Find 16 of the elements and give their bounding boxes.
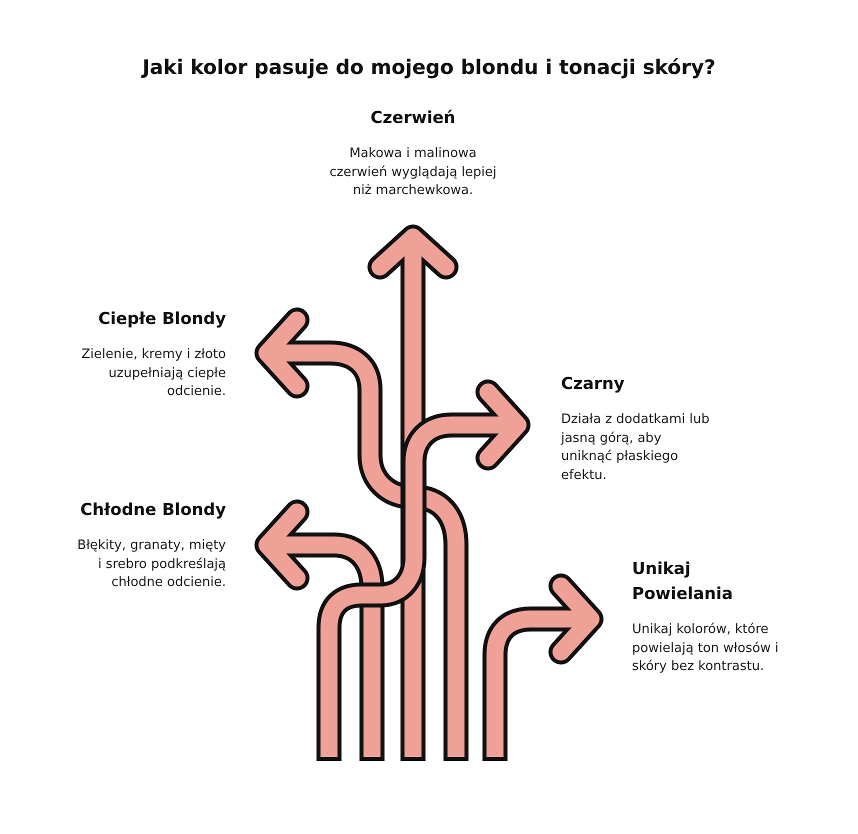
arrow — [316, 380, 530, 761]
arrow — [368, 224, 458, 761]
description: Działa z dodatkami lub jasną górą, aby uniknąć płaskiego efektu. — [561, 411, 710, 484]
heading: Czarny — [561, 373, 624, 395]
arrow — [482, 574, 604, 761]
description: Makowa i malinowa czerwień wyglądają lepiej niż marchewkowa. — [328, 145, 498, 200]
heading: Ciepłe Blondy — [98, 308, 226, 330]
description: Zielenie, kremy i złoto uzupełniają ciepłe odcienie. — [80, 346, 226, 401]
heading: Unikaj Powielania — [632, 558, 734, 605]
arrow — [254, 500, 384, 761]
arrow — [254, 308, 468, 761]
description: Unikaj kolorów, które powielają ton włosów i skóry bez kontrastu. — [632, 621, 780, 676]
description: Błękity, granaty, mięty i srebro podkreślają chłodne odcienie. — [76, 537, 226, 592]
heading: Czerwień — [370, 107, 456, 129]
title: Jaki kolor pasuje do mojego blondu i tonacji skóry? — [140, 54, 717, 81]
heading: Chłodne Blondy — [80, 499, 226, 521]
